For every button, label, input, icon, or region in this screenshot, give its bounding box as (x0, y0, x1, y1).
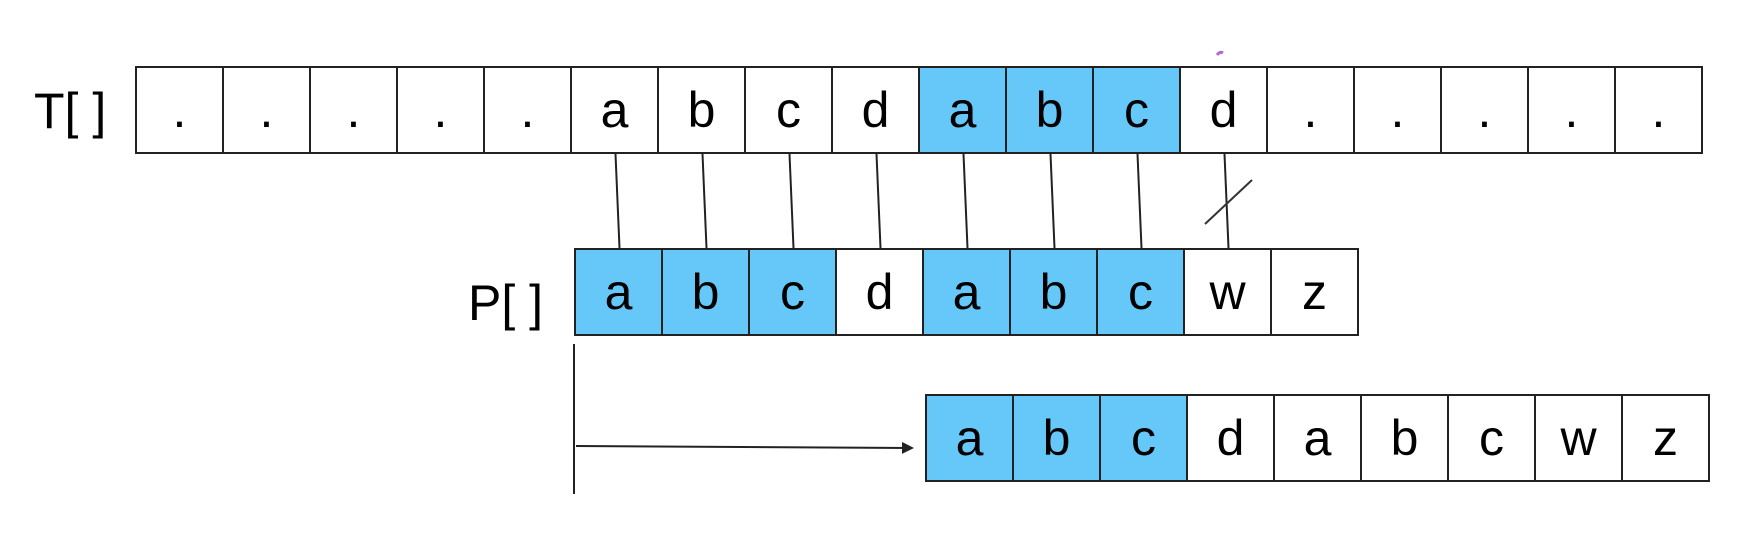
text-array-cell: a (920, 66, 1007, 154)
text-array-cell: . (1616, 66, 1703, 154)
text-array-cell: . (311, 66, 398, 154)
match-connector-line (875, 153, 882, 249)
shifted-pattern-cell: a (927, 394, 1014, 482)
match-connector-line (1223, 153, 1230, 249)
pattern-array-cell: c (750, 248, 837, 336)
match-connector-line (701, 153, 708, 249)
pattern-array-cell: b (663, 248, 750, 336)
text-array-cell: c (746, 66, 833, 154)
text-array-cell: . (137, 66, 224, 154)
shifted-pattern-cell: c (1449, 394, 1536, 482)
text-array-cell: c (1094, 66, 1181, 154)
match-connector-line (1049, 153, 1056, 249)
mismatch-slash-mark (1204, 179, 1253, 225)
match-connector-line (1136, 153, 1143, 249)
stray-mark (1215, 50, 1224, 56)
text-array-cell: . (1442, 66, 1529, 154)
text-array-cell: . (398, 66, 485, 154)
pattern-array-label: P[ ] (468, 275, 544, 331)
shift-arrow (575, 441, 914, 454)
text-array-cell: . (485, 66, 572, 154)
text-array-cell: . (1529, 66, 1616, 154)
text-array-cell: d (1181, 66, 1268, 154)
shifted-pattern-cell: b (1014, 394, 1101, 482)
match-connector-line (614, 153, 621, 249)
match-connector-lines (614, 153, 1230, 249)
text-array-label: T[ ] (34, 83, 107, 139)
pattern-array-cell: a (924, 248, 1011, 336)
shifted-pattern-cell: a (1275, 394, 1362, 482)
match-connector-line (962, 153, 969, 249)
text-array-cell: a (572, 66, 659, 154)
pattern-array-cell: c (1098, 248, 1185, 336)
shifted-pattern-cell: d (1188, 394, 1275, 482)
text-array-cell: b (659, 66, 746, 154)
text-array-cell: . (224, 66, 311, 154)
text-array-cell: d (833, 66, 920, 154)
shifted-pattern-cell: z (1623, 394, 1710, 482)
shifted-pattern-cell: b (1362, 394, 1449, 482)
pattern-array-cell: a (576, 248, 663, 336)
pattern-array-cell: b (1011, 248, 1098, 336)
pattern-array-cell: z (1272, 248, 1359, 336)
match-connector-line (788, 153, 795, 249)
text-array-cell: b (1007, 66, 1094, 154)
shifted-pattern-cell: w (1536, 394, 1623, 482)
text-array-cell: . (1268, 66, 1355, 154)
text-array-cell: . (1355, 66, 1442, 154)
shifted-pattern-cell: c (1101, 394, 1188, 482)
pattern-array-cell: w (1185, 248, 1272, 336)
pattern-array-cell: d (837, 248, 924, 336)
